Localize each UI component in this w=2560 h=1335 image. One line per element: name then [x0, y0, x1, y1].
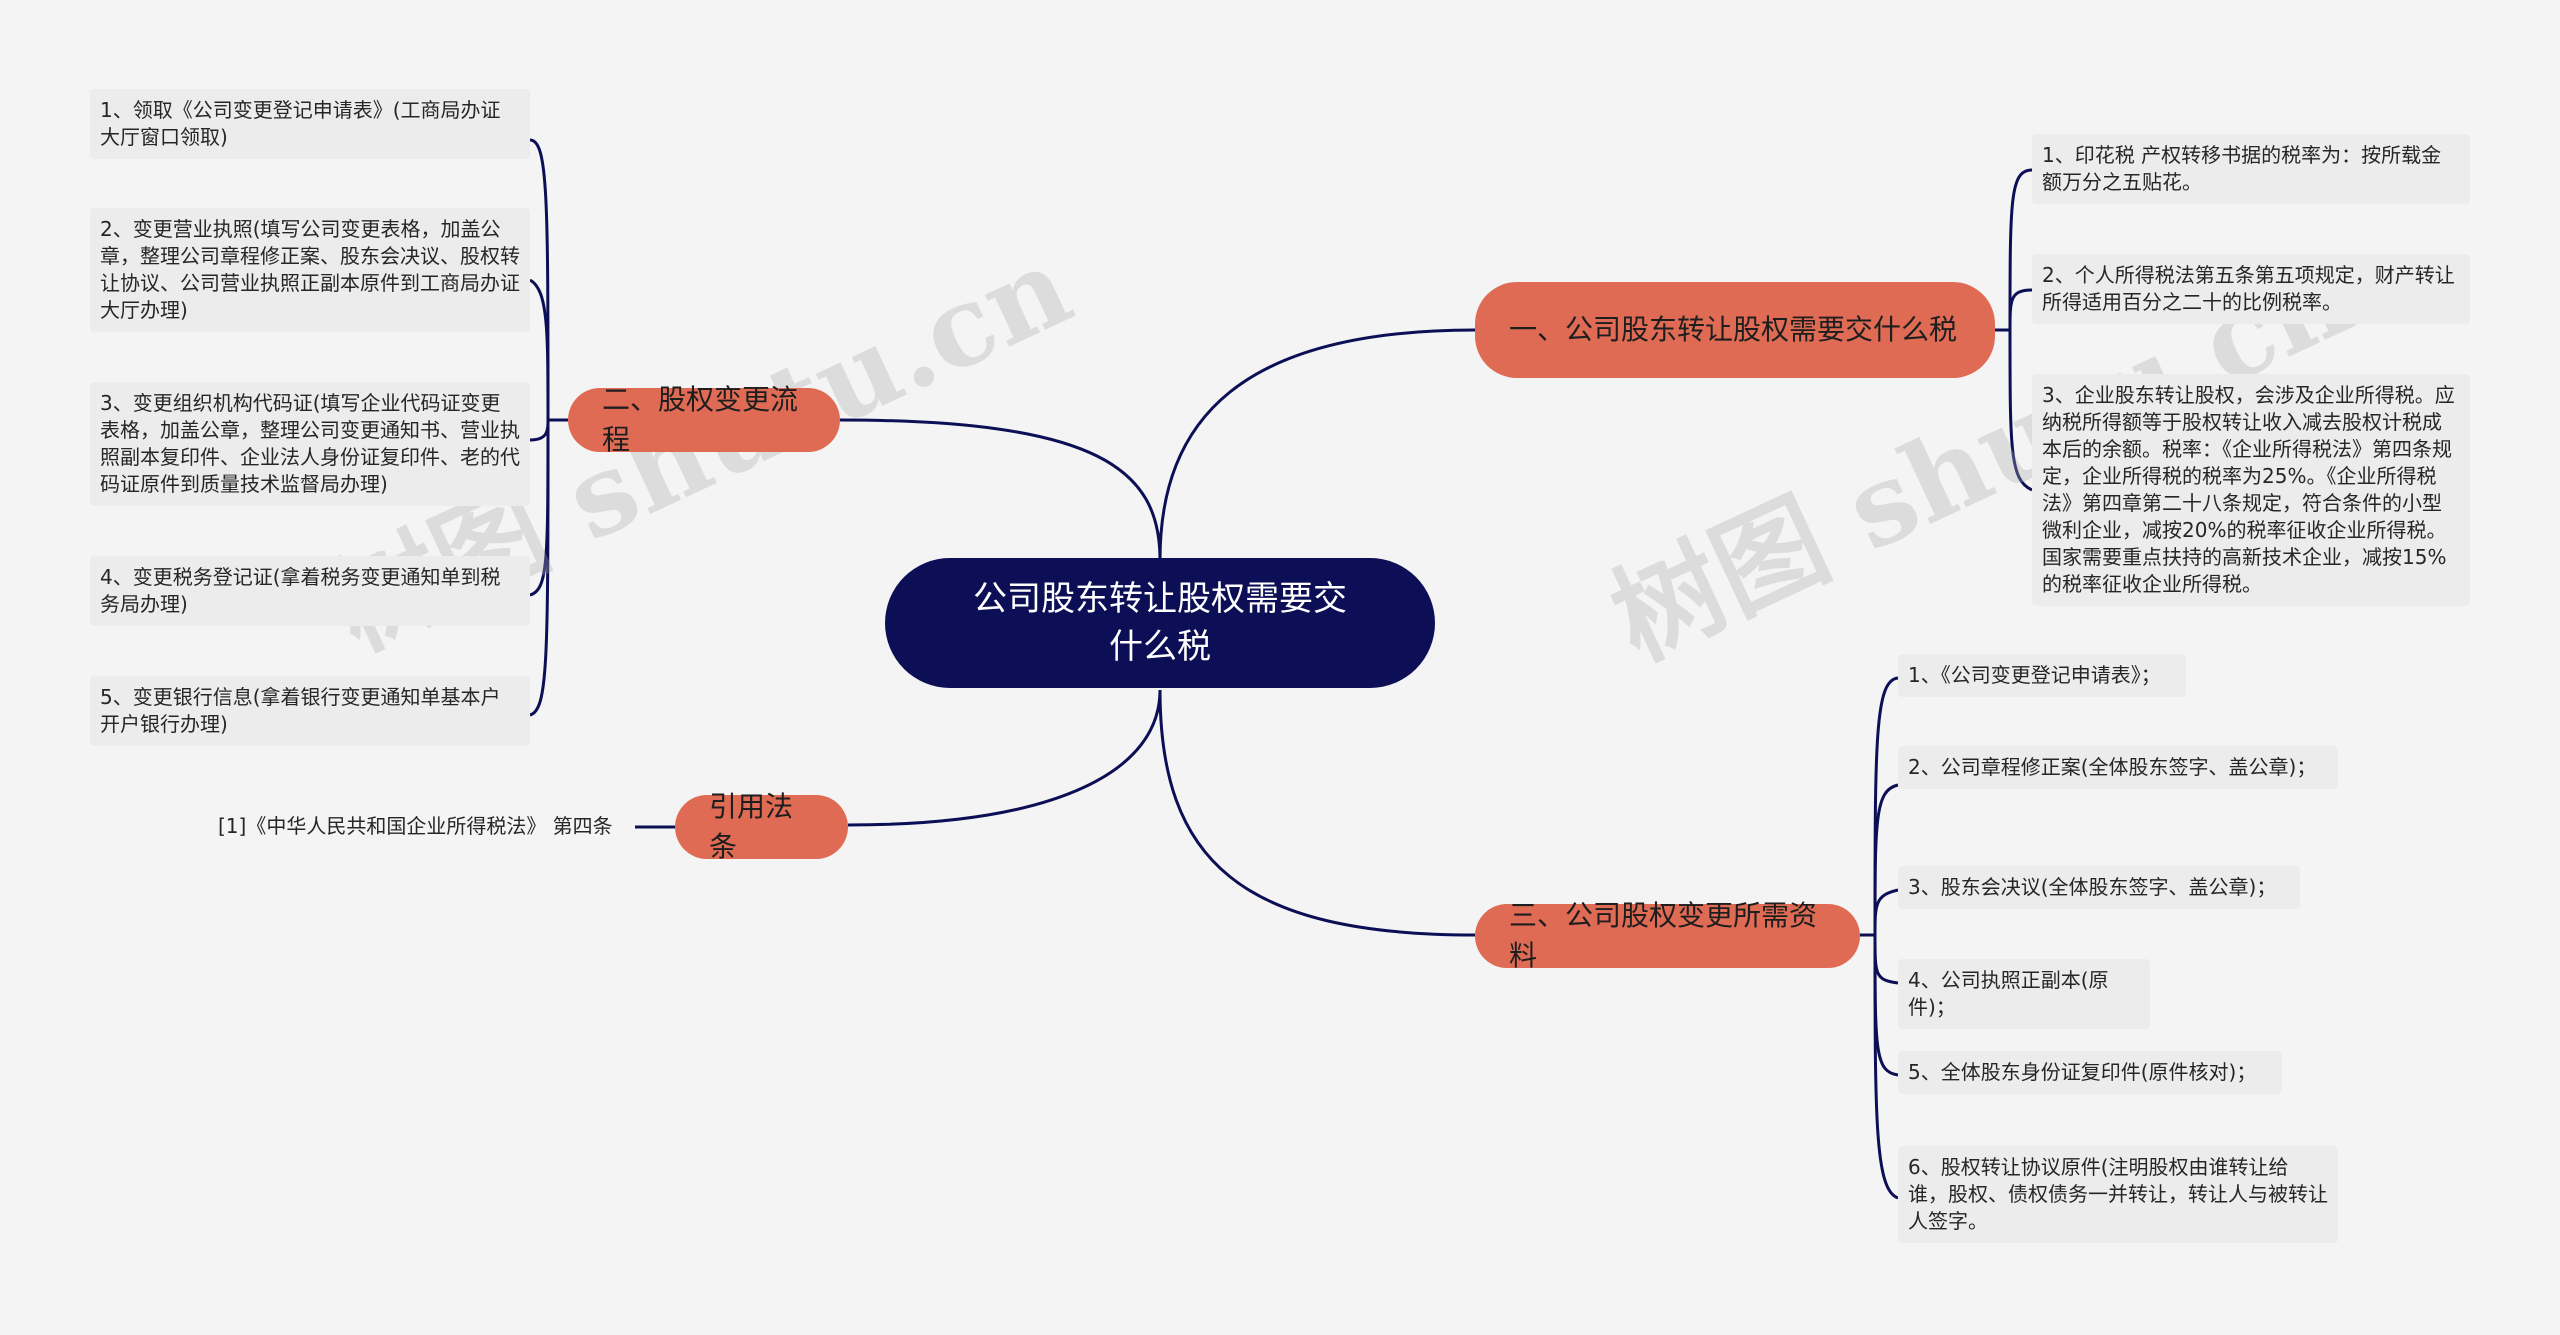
tax-leaf-3[interactable]: 3、企业股东转让股权，会涉及企业所得税。应纳税所得额等于股权转让收入减去股权计税… — [2032, 374, 2470, 606]
branch-equity-change-process[interactable]: 二、股权变更流程 — [568, 383, 840, 456]
process-leaf-1[interactable]: 1、领取《公司变更登记申请表》(工商局办证大厅窗口领取) — [90, 89, 530, 159]
leaf-text: 2、个人所得税法第五条第五项规定，财产转让所得适用百分之二十的比例税率。 — [2042, 263, 2455, 314]
branch-label: 三、公司股权变更所需资料 — [1509, 899, 1818, 972]
branch-required-documents[interactable]: 三、公司股权变更所需资料 — [1475, 899, 1860, 972]
leaf-text: 2、变更营业执照(填写公司变更表格，加盖公章，整理公司章程修正案、股东会决议、股… — [100, 217, 520, 322]
docs-leaf-2[interactable]: 2、公司章程修正案(全体股东签字、盖公章)； — [1898, 746, 2338, 789]
branch-label: 二、股权变更流程 — [602, 383, 799, 456]
docs-leaf-5[interactable]: 5、全体股东身份证复印件(原件核对)； — [1898, 1051, 2282, 1094]
docs-leaf-4[interactable]: 4、公司执照正副本(原件)； — [1898, 959, 2150, 1029]
central-topic[interactable]: 公司股东转让股权需要交什么税 — [885, 558, 1435, 688]
process-leaf-4[interactable]: 4、变更税务登记证(拿着税务变更通知单到税务局办理) — [90, 556, 530, 626]
docs-leaf-3[interactable]: 3、股东会决议(全体股东签字、盖公章)； — [1898, 866, 2300, 909]
tax-leaf-2[interactable]: 2、个人所得税法第五条第五项规定，财产转让所得适用百分之二十的比例税率。 — [2032, 254, 2470, 324]
leaf-text: 5、变更银行信息(拿着银行变更通知单基本户开户银行办理) — [100, 685, 501, 736]
process-leaf-3[interactable]: 3、变更组织机构代码证(填写企业代码证变更表格，加盖公章，整理公司变更通知书、营… — [90, 382, 530, 506]
branch-cited-law[interactable]: 引用法条 — [675, 790, 848, 863]
docs-leaf-6[interactable]: 6、股权转让协议原件(注明股权由谁转让给谁，股权、债权债务一并转让，转让人与被转… — [1898, 1146, 2338, 1243]
leaf-text: 3、变更组织机构代码证(填写企业代码证变更表格，加盖公章，整理公司变更通知书、营… — [100, 391, 520, 496]
leaf-text: 6、股权转让协议原件(注明股权由谁转让给谁，股权、债权债务一并转让，转让人与被转… — [1908, 1155, 2328, 1233]
leaf-text: 4、公司执照正副本(原件)； — [1908, 968, 2109, 1019]
docs-leaf-1[interactable]: 1、《公司变更登记申请表》； — [1898, 654, 2186, 697]
branch-label: 引用法条 — [709, 790, 794, 863]
leaf-text: 5、全体股东身份证复印件(原件核对)； — [1908, 1060, 2257, 1084]
leaf-text: [1]《中华人民共和国企业所得税法》 第四条 — [218, 814, 613, 838]
central-topic-label: 公司股东转让股权需要交什么税 — [973, 579, 1347, 667]
leaf-text: 4、变更税务登记证(拿着税务变更通知单到税务局办理) — [100, 565, 501, 616]
tax-leaf-1[interactable]: 1、印花税 产权转移书据的税率为：按所载金额万分之五贴花。 — [2032, 134, 2470, 204]
leaf-text: 2、公司章程修正案(全体股东签字、盖公章)； — [1908, 755, 2317, 779]
leaf-text: 3、股东会决议(全体股东签字、盖公章)； — [1908, 875, 2277, 899]
leaf-text: 1、印花税 产权转移书据的税率为：按所载金额万分之五贴花。 — [2042, 143, 2442, 194]
cited-law-leaf[interactable]: [1]《中华人民共和国企业所得税法》 第四条 — [218, 813, 635, 840]
leaf-text: 1、《公司变更登记申请表》； — [1908, 663, 2161, 687]
branch-label: 一、公司股东转让股权需要交什么税 — [1509, 313, 1958, 346]
leaf-text: 1、领取《公司变更登记申请表》(工商局办证大厅窗口领取) — [100, 98, 501, 149]
leaf-text: 3、企业股东转让股权，会涉及企业所得税。应纳税所得额等于股权转让收入减去股权计税… — [2042, 383, 2455, 596]
process-leaf-5[interactable]: 5、变更银行信息(拿着银行变更通知单基本户开户银行办理) — [90, 676, 530, 746]
process-leaf-2[interactable]: 2、变更营业执照(填写公司变更表格，加盖公章，整理公司章程修正案、股东会决议、股… — [90, 208, 530, 332]
branch-tax-topic[interactable]: 一、公司股东转让股权需要交什么税 — [1475, 282, 1995, 378]
